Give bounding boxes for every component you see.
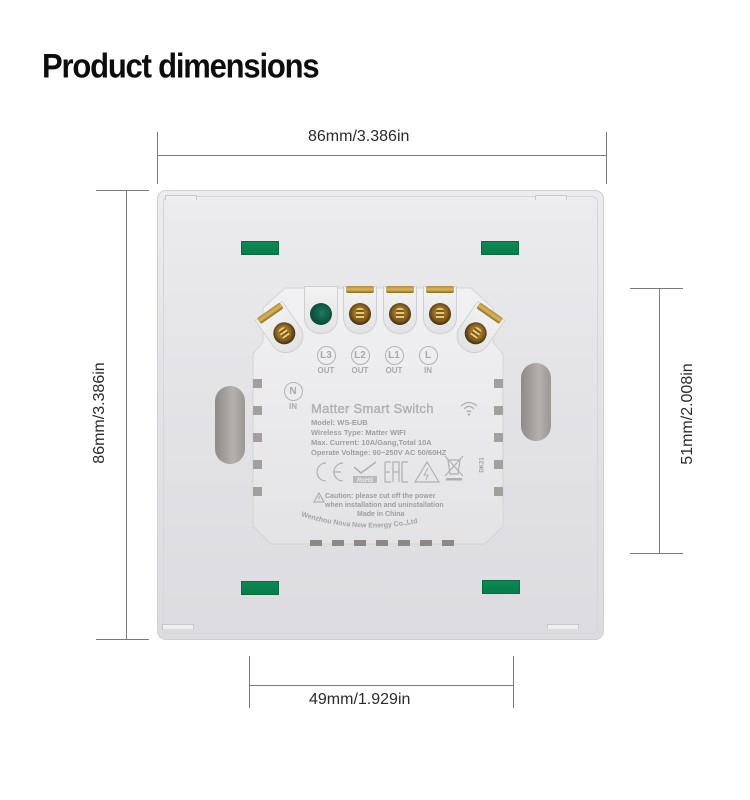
terminal-l2-out: [383, 286, 417, 334]
right-dimension-line: [659, 288, 660, 554]
terminal-label-l1-sub: OUT: [385, 366, 403, 375]
right-dimension-tick-top: [630, 288, 683, 289]
right-dimension-tick-bottom: [630, 553, 683, 554]
wireless-type-text: Wireless Type: Matter WIFI: [311, 428, 406, 437]
left-dimension-line: [126, 190, 127, 640]
vent-left-4: [253, 460, 262, 469]
terminal-label-l-sub: IN: [424, 366, 432, 375]
terminal-cap: [346, 286, 374, 293]
manufacturer-text: Wenzhou Nova New Energy Co.,Ltd: [300, 511, 418, 529]
screw-icon: [460, 317, 492, 349]
terminal-label-n-id: N: [283, 382, 303, 401]
vent-left-3: [253, 433, 262, 442]
high-voltage-warning-icon: [413, 460, 441, 483]
svg-text:Wenzhou Nova New Energy Co.,Lt: Wenzhou Nova New Energy Co.,Ltd: [300, 511, 418, 529]
mounting-hook-right: [521, 363, 551, 441]
terminal-indicator-led: [304, 286, 338, 334]
plate-clip-bottom-left: [162, 624, 194, 629]
bottom-dimension-line: [249, 685, 514, 686]
terminal-label-l2: L2 OUT: [347, 346, 373, 375]
terminal-label-l2-id: L2: [350, 346, 370, 365]
terminal-label-l3: L3 OUT: [313, 346, 339, 375]
caution-line-1: Caution: please cut off the power: [325, 493, 436, 500]
indicator-window-top-right: [481, 241, 519, 255]
terminal-label-l1-id: L1: [384, 346, 404, 365]
bottom-dimension-tick-right: [513, 656, 514, 708]
bottom-dimension-tick-left: [249, 656, 250, 708]
vent-right-2: [494, 406, 503, 415]
screw-icon: [349, 303, 371, 325]
terminal-label-n-sub: IN: [289, 402, 297, 411]
made-in-text: Made in China: [357, 511, 405, 518]
vent-bottom-5: [398, 540, 410, 546]
status-led: [310, 303, 332, 325]
vent-left-2: [253, 406, 262, 415]
vent-right-4: [494, 460, 503, 469]
top-dimension-line: [157, 155, 607, 156]
wifi-icon: [460, 401, 478, 416]
caution-line-2: when installation and uninstallation: [325, 502, 444, 509]
module-body-outline: [252, 287, 504, 545]
vent-bottom-6: [420, 540, 432, 546]
indicator-window-bottom-left: [241, 581, 279, 595]
terminal-label-l: L IN: [415, 346, 441, 375]
left-dimension-tick-bottom: [96, 639, 149, 640]
terminal-label-l2-sub: OUT: [351, 366, 369, 375]
terminal-label-l3-id: L3: [316, 346, 336, 365]
mounting-hook-left: [215, 386, 245, 464]
terminal-label-l-id: L: [418, 346, 438, 365]
plate-clip-top-left: [165, 195, 197, 200]
left-dimension-tick-top: [96, 190, 149, 191]
switch-module: L3 OUT L2 OUT L1 OUT L IN N IN Matter Sm…: [247, 282, 509, 554]
vent-left-1: [253, 379, 262, 388]
page-title: Product dimensions: [42, 46, 320, 86]
vent-bottom-7: [442, 540, 454, 546]
screw-icon: [389, 303, 411, 325]
vent-bottom-2: [332, 540, 344, 546]
svg-text:RoHS: RoHS: [357, 478, 373, 484]
indicator-window-bottom-right: [482, 580, 520, 594]
eac-mark-icon: [384, 461, 408, 483]
rohs-check-icon: RoHS: [353, 461, 377, 484]
top-dimension-tick-right: [606, 132, 607, 184]
terminal-label-l3-sub: OUT: [317, 366, 335, 375]
max-current-text: Max. Current: 10A/Gang,Total 10A: [311, 438, 432, 447]
terminal-cap: [386, 286, 414, 293]
bottom-module-width-label: 49mm/1.929in: [309, 691, 411, 708]
indicator-window-top-left: [241, 241, 279, 255]
vent-right-3: [494, 433, 503, 442]
terminal-label-n: N IN: [280, 382, 306, 411]
vent-bottom-3: [354, 540, 366, 546]
model-text: Model: WS-EUB: [311, 418, 368, 427]
vent-left-5: [253, 487, 262, 496]
plate-clip-bottom-right: [547, 624, 579, 629]
terminal-l3-out: [343, 286, 377, 334]
ce-mark-icon: [316, 462, 344, 482]
crossed-bin-icon: [444, 455, 464, 481]
side-code: DK21: [479, 457, 486, 473]
terminal-cap: [426, 286, 454, 293]
product-name: Matter Smart Switch: [311, 401, 434, 416]
operate-voltage-text: Operate Voltage: 90~250V AC 50/60HZ: [311, 448, 447, 457]
vent-right-1: [494, 379, 503, 388]
vent-bottom-4: [376, 540, 388, 546]
manufacturer-arc-text: Wenzhou Nova New Energy Co.,Ltd: [300, 511, 418, 529]
screw-icon: [429, 303, 451, 325]
top-width-label: 86mm/3.386in: [308, 128, 410, 145]
warning-triangle-icon: [313, 492, 325, 503]
plate-clip-top-right: [535, 195, 567, 200]
vent-right-5: [494, 487, 503, 496]
terminal-label-l1: L1 OUT: [381, 346, 407, 375]
terminal-l1-out: [423, 286, 457, 334]
right-module-height-label: 51mm/2.008in: [679, 363, 696, 465]
top-dimension-tick-left: [157, 132, 158, 184]
vent-bottom-1: [310, 540, 322, 546]
left-height-label: 86mm/3.386in: [91, 362, 108, 464]
screw-icon: [268, 317, 300, 349]
